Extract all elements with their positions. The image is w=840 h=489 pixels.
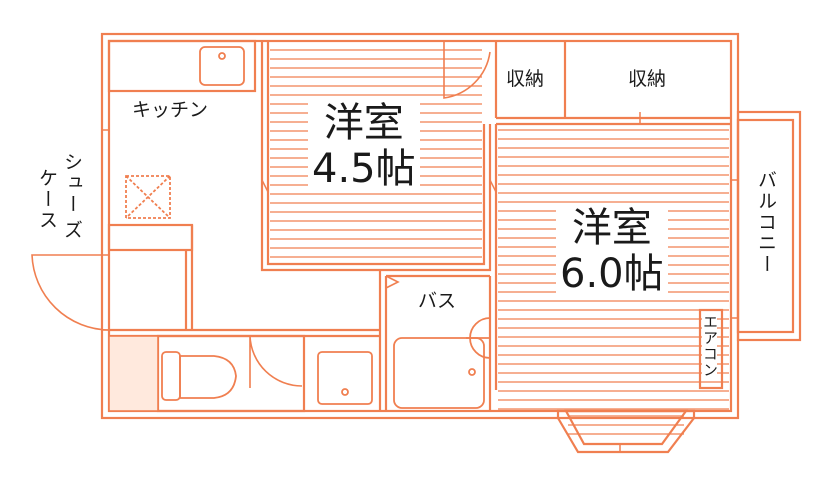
room-6-0-floor-hatching xyxy=(498,129,729,410)
kitchen-counter xyxy=(107,39,257,93)
kitchen-drain xyxy=(218,52,226,60)
room-4-5-size: 4.5帖 xyxy=(312,146,416,192)
kitchen-sink xyxy=(199,46,245,86)
wash-basin xyxy=(317,351,373,405)
room-4-5-name: 洋室 xyxy=(323,100,404,146)
room-6-0-size: 6.0帖 xyxy=(560,251,664,297)
balcony-inner xyxy=(736,118,795,334)
door-room-4-5 xyxy=(443,41,491,99)
window-marks xyxy=(102,112,738,452)
tub-drain xyxy=(468,368,476,376)
shoe-case-col-1: シュー xyxy=(61,152,83,215)
kitchen-label: キッチン xyxy=(130,99,211,121)
aircon-unit xyxy=(698,308,724,390)
room-6-0-label: 洋室 6.0帖 xyxy=(556,205,668,297)
door-toilet xyxy=(249,335,303,388)
bathtub xyxy=(393,337,485,409)
door-entrance xyxy=(31,254,110,331)
storage-label-1: 収納 xyxy=(506,68,545,90)
entry-floor xyxy=(108,335,159,412)
shoe-case-col-3: ケース xyxy=(36,168,58,231)
balcony-label: バルコニー xyxy=(755,170,777,275)
bay-window xyxy=(556,409,696,454)
storage-label-2: 収納 xyxy=(628,68,667,90)
room-6-0-name: 洋室 xyxy=(571,205,652,251)
aircon-label: エアコン xyxy=(701,314,719,378)
basin-drain xyxy=(341,388,349,396)
shoe-case xyxy=(107,223,194,252)
bath-label: バス xyxy=(418,290,457,312)
bay-window-hatching xyxy=(568,415,684,435)
door-swings xyxy=(31,41,491,388)
fixtures xyxy=(125,46,491,409)
bay-window-inner xyxy=(564,409,689,446)
wall-room-4-5 xyxy=(260,41,492,272)
toilet-tank xyxy=(161,351,181,401)
door-bath xyxy=(385,275,400,289)
vent-box xyxy=(125,175,171,219)
shoe-case-col-2: ズ xyxy=(61,220,83,241)
room-4-5-label: 洋室 4.5帖 xyxy=(308,100,420,192)
toilet-bowl xyxy=(179,355,237,399)
wall-room-4-5-inner xyxy=(266,41,486,266)
